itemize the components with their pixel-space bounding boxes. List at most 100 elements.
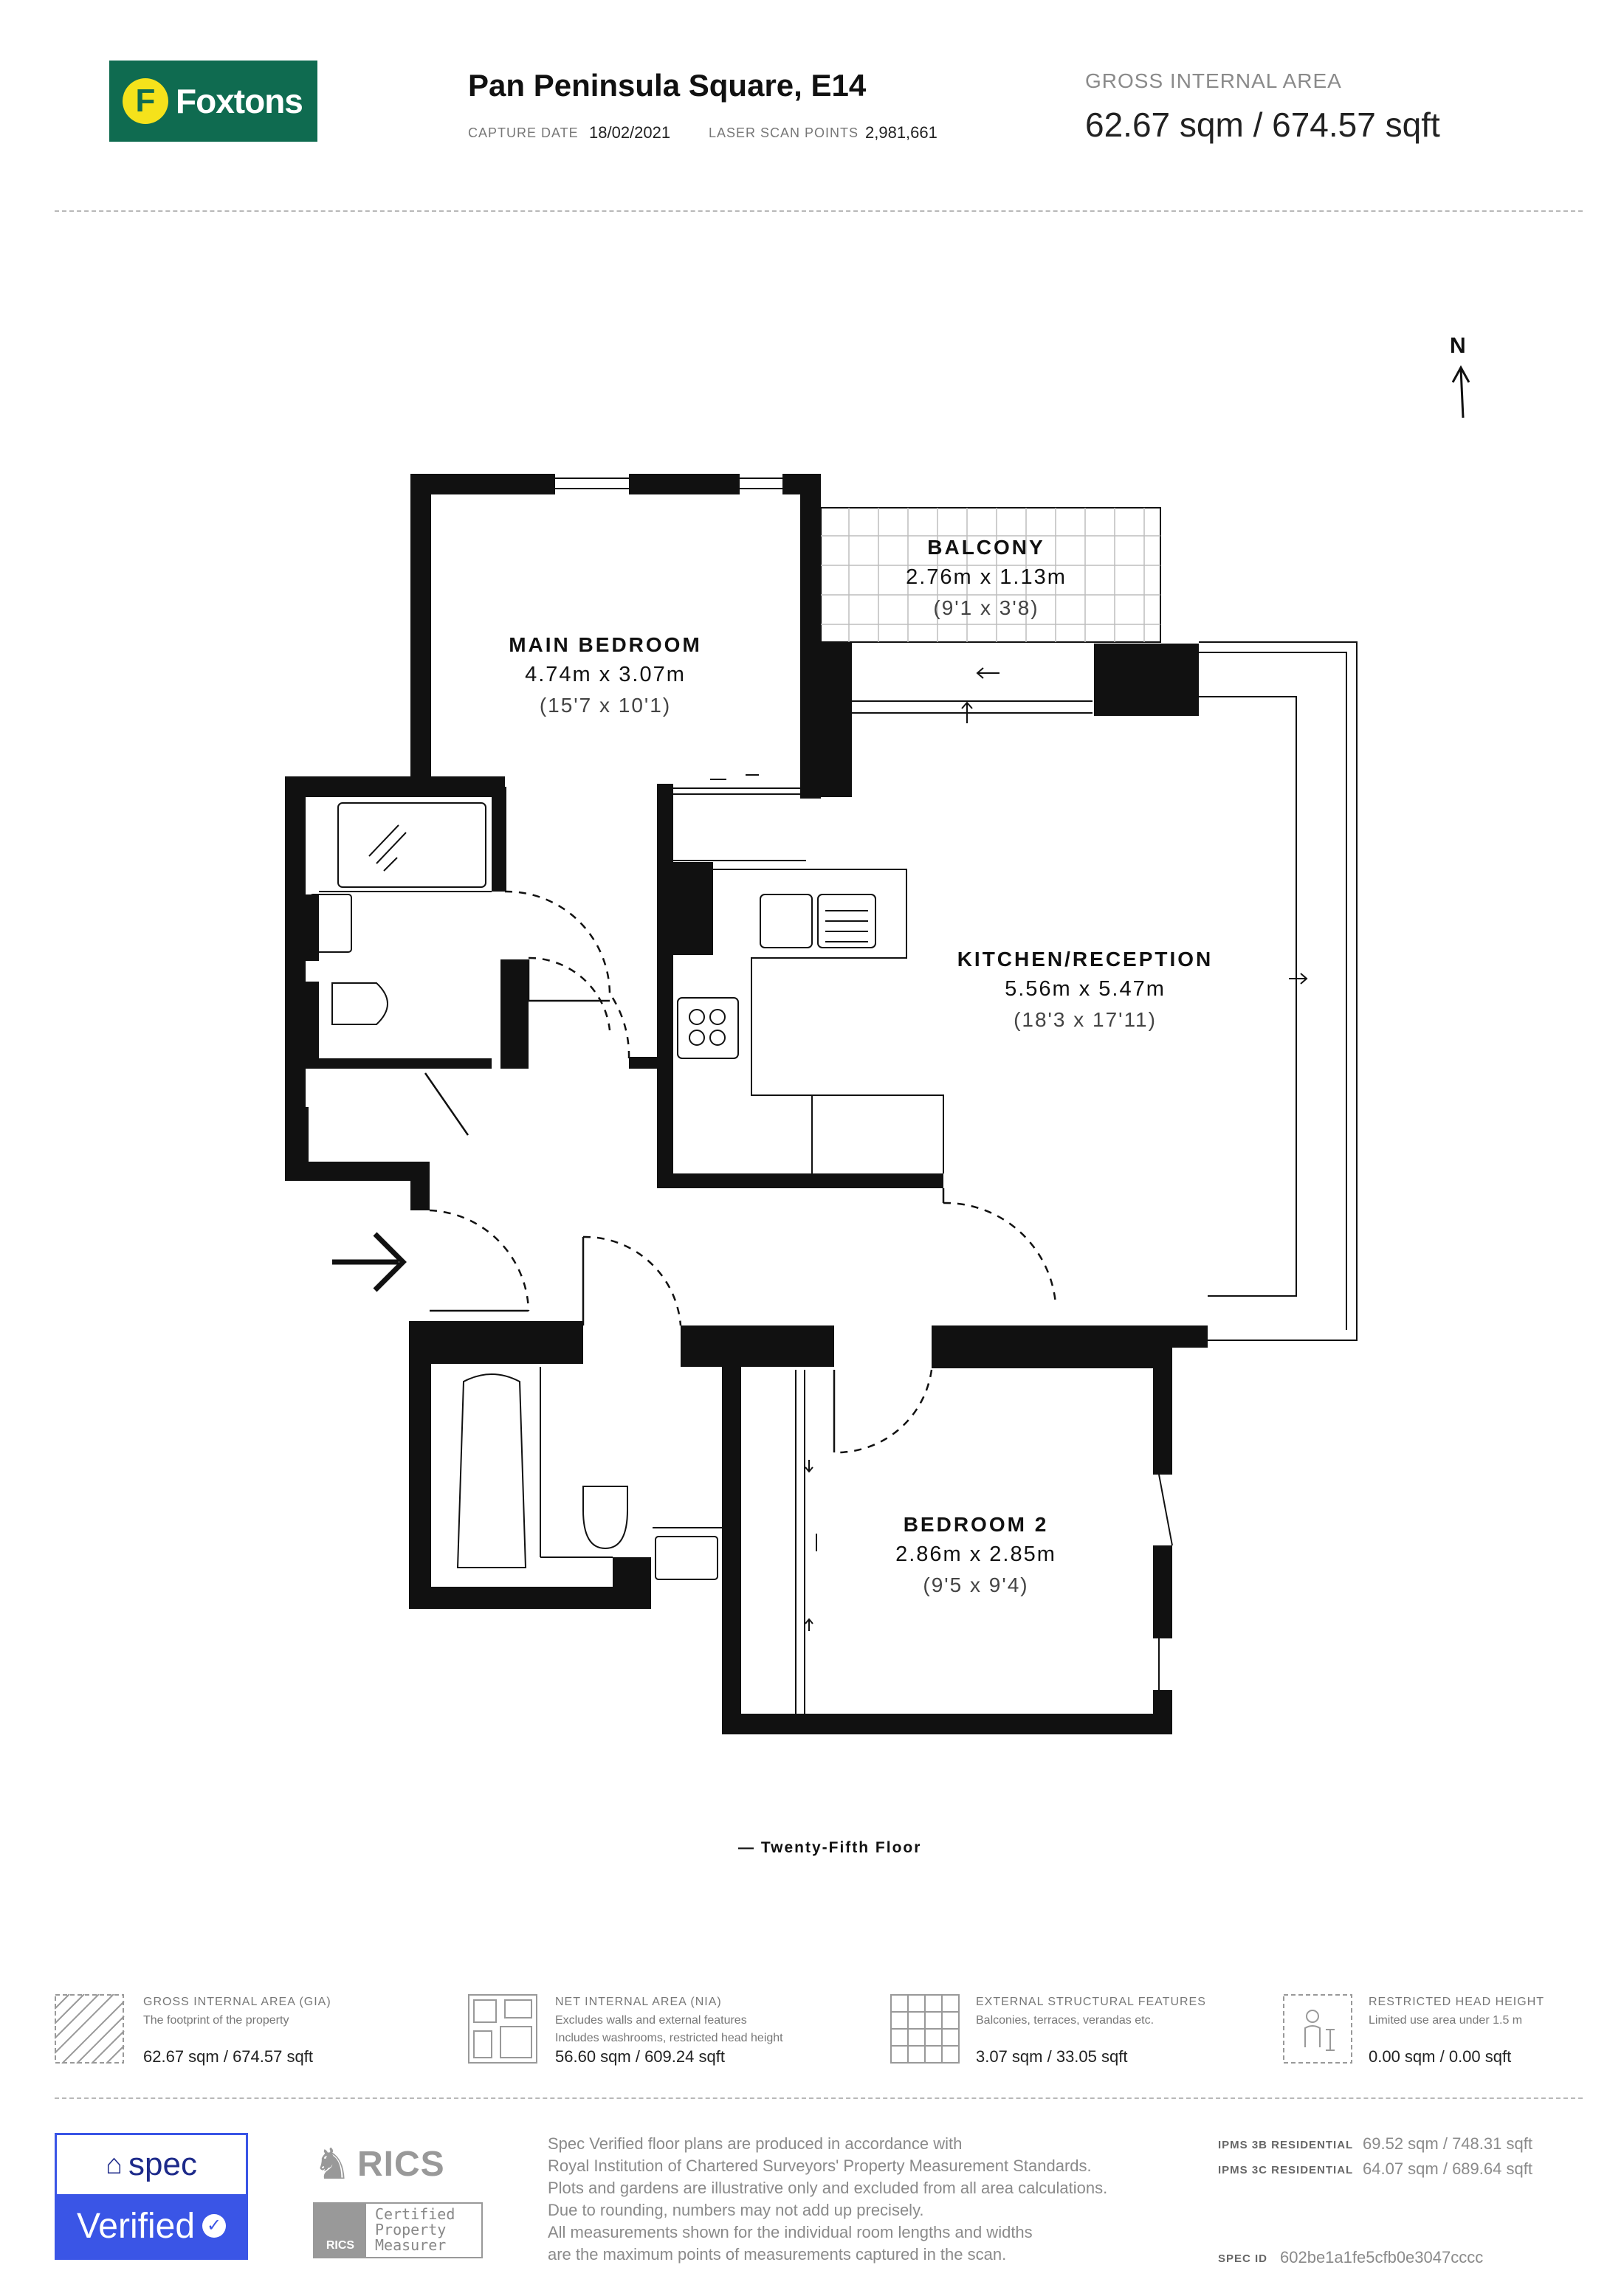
gia-hatch-icon xyxy=(55,1994,125,2064)
wall xyxy=(492,787,506,892)
rics-cert-line: Measurer xyxy=(375,2236,447,2254)
wall xyxy=(681,1325,834,1367)
legend-nia-desc-2: Includes washrooms, restricted head heig… xyxy=(555,2032,783,2044)
legend-external-desc: Balconies, terraces, verandas etc. xyxy=(976,2014,1155,2027)
disclaimer-line: are the maximum points of measurements c… xyxy=(548,2245,1007,2264)
glazing-outer xyxy=(1199,641,1358,1341)
nia-icon xyxy=(468,1994,537,2064)
wall xyxy=(657,862,713,955)
wall xyxy=(821,642,852,797)
disclaimer-line: Plots and gardens are illustrative only … xyxy=(548,2179,1108,2197)
check-icon: ✓ xyxy=(202,2214,227,2238)
room-name-balcony: BALCONY xyxy=(927,536,1045,559)
wall xyxy=(722,1714,1172,1734)
legend-gia-value: 62.67 sqm / 674.57 sqft xyxy=(143,2047,313,2066)
legend-external-heading: EXTERNAL STRUCTURAL FEATURES xyxy=(976,1996,1206,2008)
legend-head-height-heading: RESTRICTED HEAD HEIGHT xyxy=(1369,1996,1545,2008)
spec-id-label: SPEC ID xyxy=(1218,2252,1268,2265)
legend-nia-value: 56.60 sqm / 609.24 sqft xyxy=(555,2047,725,2066)
kitchen-inner-wall xyxy=(1199,696,1297,1297)
toilet xyxy=(331,982,388,1025)
kitchen-counter xyxy=(713,869,944,1173)
room-imperial-main-bedroom: (15'7 x 10'1) xyxy=(539,694,672,717)
page-title: Pan Peninsula Square, E14 xyxy=(468,68,867,103)
door-swing xyxy=(528,956,611,1031)
door-swing xyxy=(608,993,630,1059)
legend-gia-heading: GROSS INTERNAL AREA (GIA) xyxy=(143,1996,331,2008)
head-height-icon xyxy=(1283,1994,1352,2064)
basin-2 xyxy=(655,1536,718,1580)
ipms-3c-value: 64.07 sqm / 689.64 sqft xyxy=(1363,2159,1532,2178)
footer-divider xyxy=(55,2097,1583,2099)
legend-head-height-desc: Limited use area under 1.5 m xyxy=(1369,2014,1523,2027)
wall xyxy=(409,1321,583,1364)
room-dims-bedroom-2: 2.86m x 2.85m xyxy=(895,1542,1056,1566)
door-swing xyxy=(943,1202,1057,1304)
spec-brand-text: spec xyxy=(128,2146,197,2182)
slide-arrows xyxy=(710,667,1308,1631)
disclaimer: Spec Verified floor plans are produced i… xyxy=(548,2133,1183,2266)
glazing-inner xyxy=(1199,652,1347,1330)
spec-verified-bar: Verified ✓ xyxy=(57,2194,246,2258)
room-dims-balcony: 2.76m x 1.13m xyxy=(906,565,1067,589)
basin xyxy=(309,894,352,953)
room-imperial-kitchen-reception: (18'3 x 17'11) xyxy=(1014,1008,1157,1031)
north-arrow-icon xyxy=(1451,365,1470,418)
wall xyxy=(1166,1325,1208,1348)
wall xyxy=(409,1321,431,1609)
legend-head-height-value: 0.00 sqm / 0.00 sqft xyxy=(1369,2047,1512,2066)
scan-points-value: 2,981,661 xyxy=(865,123,937,142)
floor-caption: — Twenty-Fifth Floor xyxy=(738,1839,922,1856)
spec-verified-text: Verified xyxy=(76,2206,196,2246)
toilet-2 xyxy=(582,1486,628,1550)
foxtons-logo-icon: F xyxy=(123,78,168,124)
bathtub xyxy=(456,1373,527,1568)
sink xyxy=(760,894,813,948)
room-imperial-bedroom-2: (9'5 x 9'4) xyxy=(923,1573,1029,1596)
balcony-outline xyxy=(820,507,1161,643)
disclaimer-line: All measurements shown for the individua… xyxy=(548,2223,1033,2241)
shower-tray xyxy=(337,802,486,888)
entry-door-swing xyxy=(429,1209,530,1311)
legend-external-value: 3.07 sqm / 33.05 sqft xyxy=(976,2047,1128,2066)
foxtons-logo-text: Foxtons xyxy=(176,82,303,120)
drainer xyxy=(817,894,876,948)
wall xyxy=(285,1162,430,1181)
wall xyxy=(306,1058,492,1069)
scan-points-label: LASER SCAN POINTS xyxy=(709,125,859,140)
wall xyxy=(629,1057,658,1069)
wall xyxy=(410,474,431,788)
wall xyxy=(306,982,319,1061)
wall xyxy=(285,776,505,797)
wall xyxy=(657,1173,943,1188)
disclaimer-line: Due to rounding, numbers may not add up … xyxy=(548,2201,924,2219)
rics-lion-icon: ♞ xyxy=(313,2140,351,2188)
room-imperial-balcony: (9'1 x 3'8) xyxy=(933,596,1039,619)
header-divider xyxy=(55,210,1583,212)
spec-id-value: 602be1a1fe5cfb0e3047cccc xyxy=(1280,2248,1484,2266)
room-dims-main-bedroom: 4.74m x 3.07m xyxy=(525,663,686,686)
room-name-main-bedroom: MAIN BEDROOM xyxy=(509,633,702,656)
wall xyxy=(410,1162,430,1210)
wall xyxy=(410,474,555,494)
balcony-tiles xyxy=(821,508,1160,642)
spec-verified-badge: ⌂ spec Verified ✓ xyxy=(55,2133,248,2260)
rics-logo: ♞ RICS xyxy=(313,2134,483,2193)
ipms-3b-label: IPMS 3B RESIDENTIAL xyxy=(1218,2139,1354,2151)
wall xyxy=(722,1351,741,1734)
ipms-3b-value: 69.52 sqm / 748.31 sqft xyxy=(1363,2134,1532,2153)
rics-certified-badge: RICS Certified Property Measurer xyxy=(313,2202,483,2258)
wall xyxy=(306,1107,309,1166)
legend-nia-heading: NET INTERNAL AREA (NIA) xyxy=(555,1996,722,2008)
wall xyxy=(613,1557,651,1609)
capture-date-label: CAPTURE DATE xyxy=(468,125,579,140)
wall xyxy=(1153,1545,1172,1638)
wall xyxy=(1094,644,1199,716)
rics-cert-line: Property xyxy=(375,2221,447,2238)
wall xyxy=(932,1325,1172,1368)
wall xyxy=(800,474,821,799)
room-name-bedroom-2: BEDROOM 2 xyxy=(903,1513,1049,1536)
floor-plan xyxy=(285,474,1358,1734)
room-dims-kitchen-reception: 5.56m x 5.47m xyxy=(1005,977,1166,1001)
disclaimer-line: Royal Institution of Chartered Surveyors… xyxy=(548,2157,1092,2175)
